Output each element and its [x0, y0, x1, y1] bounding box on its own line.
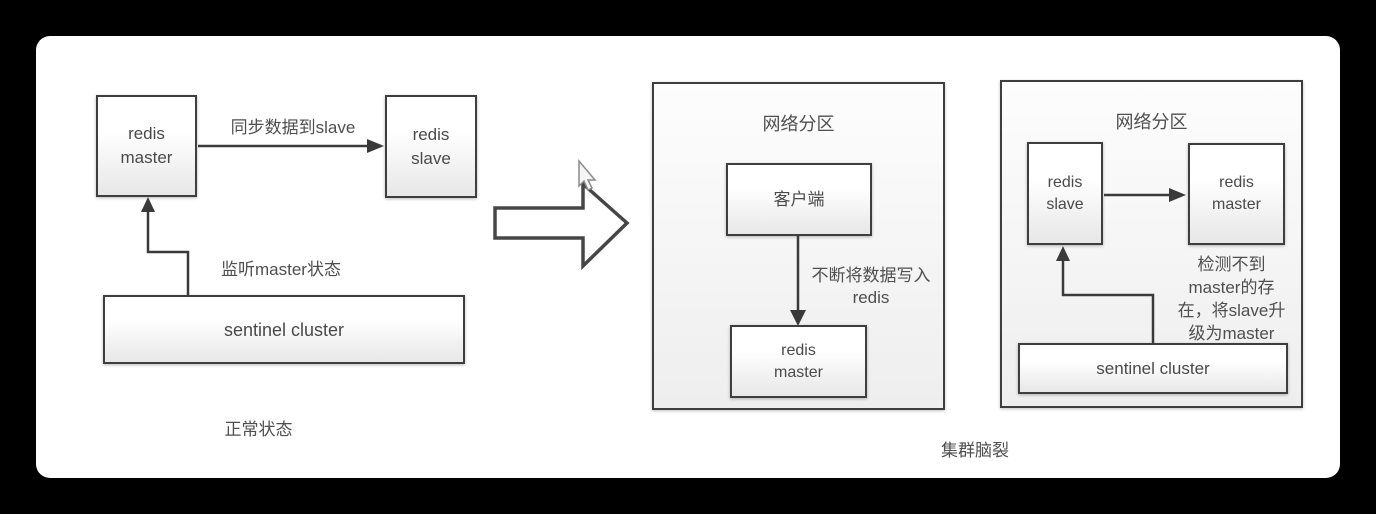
- normal-redis-slave-box: redis slave: [385, 95, 477, 198]
- normal-state-caption: 正常状态: [224, 420, 293, 439]
- sync-arrow-label: 同步数据到slave: [230, 118, 356, 137]
- detect-label: 检测不到 master的存 在，将slave升 级为master: [1177, 255, 1286, 343]
- partition-right-redis-slave-box: redis slave: [1027, 142, 1103, 245]
- write-arrow-label: 不断将数据写入 redis: [811, 266, 931, 307]
- partition-right-sentinel-cluster-box: sentinel cluster: [1018, 343, 1288, 394]
- partition-right-title: 网络分区: [1115, 112, 1188, 132]
- client-box: 客户端: [726, 163, 872, 236]
- partition-right-redis-master-box: redis master: [1188, 143, 1285, 245]
- diagram-canvas: redis master redis slave 同步数据到slave 监听ma…: [36, 36, 1340, 478]
- normal-redis-master-box: redis master: [96, 95, 197, 197]
- partition-left-title: 网络分区: [762, 114, 835, 134]
- split-brain-caption: 集群脑裂: [941, 441, 1009, 460]
- partition-left-redis-master-box: redis master: [730, 325, 867, 398]
- monitor-arrow-label: 监听master状态: [221, 260, 341, 279]
- normal-sentinel-cluster-box: sentinel cluster: [103, 295, 465, 364]
